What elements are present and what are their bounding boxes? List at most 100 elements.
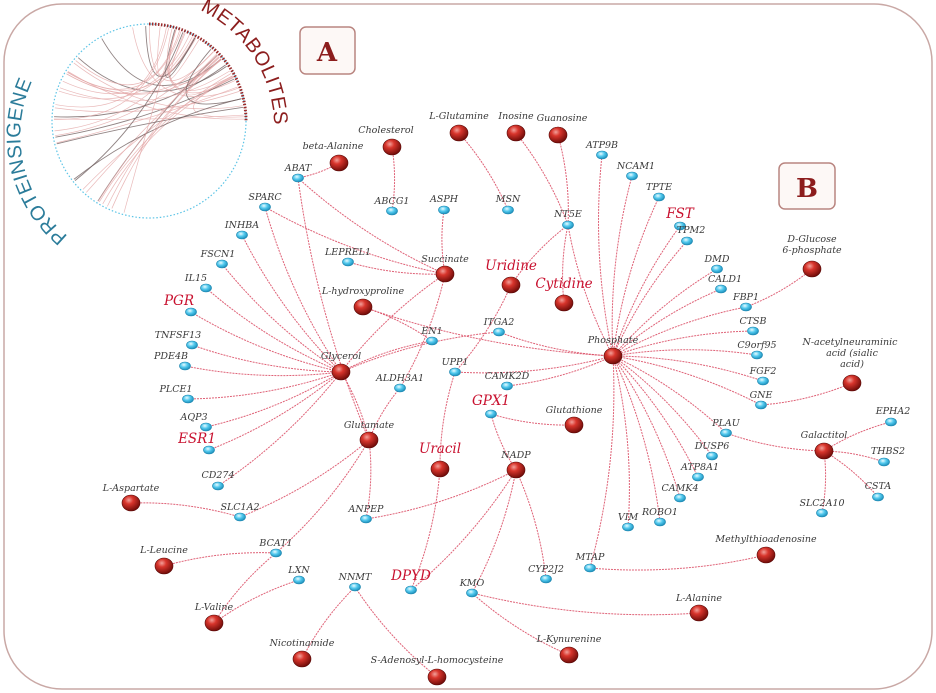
gene-node-kmo[interactable] (466, 588, 478, 598)
node-label-anpep: ANPEP (348, 504, 385, 515)
gene-node-ncam1[interactable] (626, 171, 638, 181)
gene-node-dusp6[interactable] (706, 451, 718, 461)
gene-node-asph[interactable] (438, 205, 450, 215)
metabolite-node-inosine[interactable] (506, 124, 526, 142)
gene-node-esr1[interactable] (203, 445, 215, 455)
gene-node-pgr[interactable] (185, 307, 197, 317)
gene-node-atp8a1[interactable] (692, 472, 704, 482)
gene-node-inhba[interactable] (236, 230, 248, 240)
metabolite-node-uracil[interactable] (430, 460, 450, 478)
edge-abat-succinate (297, 177, 446, 275)
gene-node-cyp2j2[interactable] (540, 574, 552, 584)
metabolite-node-sah[interactable] (427, 668, 447, 686)
circos-chord (59, 70, 230, 102)
metabolite-node-l-kynurenine[interactable] (559, 646, 579, 664)
metabolite-node-l-valine[interactable] (204, 614, 224, 632)
metabolite-node-l-leucine[interactable] (154, 557, 174, 575)
metabolite-node-methylthioadenosine[interactable] (756, 546, 776, 564)
metabolite-node-l-glutamine[interactable] (449, 124, 469, 142)
gene-node-fst[interactable] (674, 221, 686, 231)
gene-node-slc2a10[interactable] (816, 508, 828, 518)
gene-node-en1[interactable] (426, 336, 438, 346)
metabolite-node-beta-alanine[interactable] (329, 154, 349, 172)
gene-node-sparc[interactable] (259, 202, 271, 212)
gene-node-atp9b[interactable] (596, 150, 608, 160)
gene-node-nnmt[interactable] (349, 582, 361, 592)
node-label-leprel1: LEPREL1 (324, 247, 371, 258)
node-label-fst: FST (665, 206, 695, 222)
gene-node-itga2[interactable] (493, 327, 505, 337)
metabolite-node-l-alanine[interactable] (689, 604, 709, 622)
gene-node-msn[interactable] (502, 205, 514, 215)
metabolite-node-d-glucose[interactable] (802, 260, 822, 278)
gene-node-aqp3[interactable] (200, 422, 212, 432)
metabolite-node-glycerol[interactable] (331, 363, 351, 381)
node-label-atp9b: ATP9B (585, 140, 618, 151)
metabolite-node-l-hydroxyproline[interactable] (353, 298, 373, 316)
gene-node-aldh3a1[interactable] (394, 383, 406, 393)
node-label-phosphate: Phosphate (587, 335, 639, 346)
gene-node-c9orf95[interactable] (751, 350, 763, 360)
gene-node-fscn1[interactable] (216, 259, 228, 269)
metabolite-node-galactitol[interactable] (814, 442, 834, 460)
metabolite-node-nicotinamide[interactable] (292, 650, 312, 668)
gene-node-dmd[interactable] (711, 264, 723, 274)
gene-node-upp1[interactable] (449, 367, 461, 377)
metabolite-node-cytidine[interactable] (554, 294, 574, 312)
node-label-cald1: CALD1 (708, 274, 742, 285)
metabolite-node-succinate[interactable] (435, 265, 455, 283)
gene-node-plau[interactable] (720, 428, 732, 438)
metabolite-node-glutathione[interactable] (564, 416, 584, 434)
gene-node-csta[interactable] (872, 492, 884, 502)
circos-chord (97, 53, 217, 202)
metabolite-node-nadp[interactable] (506, 461, 526, 479)
edge-inhba-glycerol (241, 234, 342, 373)
gene-node-anpep[interactable] (360, 514, 372, 524)
metabolite-node-glutamate[interactable] (359, 431, 379, 449)
metabolite-node-phosphate[interactable] (603, 347, 623, 365)
node-label-epha2: EPHA2 (875, 406, 911, 417)
gene-node-camk4[interactable] (674, 493, 686, 503)
metabolite-node-l-aspartate[interactable] (121, 494, 141, 512)
gene-node-nt5e[interactable] (562, 220, 574, 230)
gene-node-ctsb[interactable] (747, 326, 759, 336)
metabolite-node-cholesterol[interactable] (382, 138, 402, 156)
gene-node-plce1[interactable] (182, 394, 194, 404)
gene-node-abcg1[interactable] (386, 206, 398, 216)
edge-dpyd-uracil (410, 468, 441, 591)
gene-node-epha2[interactable] (885, 417, 897, 427)
edge-gpx1-nadp (490, 413, 517, 471)
gene-node-fgf2[interactable] (757, 376, 769, 386)
gene-node-cd274[interactable] (212, 481, 224, 491)
gene-node-leprel1[interactable] (342, 257, 354, 267)
edge-dpyd-nadp (410, 469, 517, 591)
gene-node-slc1a2[interactable] (234, 512, 246, 522)
metabolite-node-guanosine[interactable] (548, 126, 568, 144)
gene-node-cald1[interactable] (715, 284, 727, 294)
gene-node-gpx1[interactable] (485, 409, 497, 419)
gene-node-dpyd[interactable] (405, 585, 417, 595)
circos-chord (54, 114, 244, 120)
gene-node-il15[interactable] (200, 283, 212, 293)
gene-node-lxn[interactable] (293, 575, 305, 585)
gene-node-camk2d[interactable] (501, 381, 513, 391)
gene-node-mtap[interactable] (584, 563, 596, 573)
gene-node-pde4b[interactable] (179, 361, 191, 371)
node-label-robo1: ROBO1 (641, 507, 678, 518)
gene-node-tpte[interactable] (653, 192, 665, 202)
gene-node-robo1[interactable] (654, 517, 666, 527)
gene-node-tnfsf13[interactable] (186, 340, 198, 350)
gene-node-fbp1[interactable] (740, 302, 752, 312)
gene-node-thbs2[interactable] (878, 457, 890, 467)
metabolite-node-uridine[interactable] (501, 276, 521, 294)
edge-nt5e-phosphate (567, 224, 614, 357)
gene-node-abat[interactable] (292, 173, 304, 183)
gene-node-bcat1[interactable] (270, 548, 282, 558)
gene-node-gne[interactable] (755, 400, 767, 410)
gene-node-vim[interactable] (622, 522, 634, 532)
gene-node-tpm2[interactable] (681, 236, 693, 246)
circos-chord (157, 26, 186, 76)
metabolite-node-n-acetylneuraminic[interactable] (842, 374, 862, 392)
node-label-l-hydroxyproline: L-hydroxyproline (321, 286, 405, 297)
